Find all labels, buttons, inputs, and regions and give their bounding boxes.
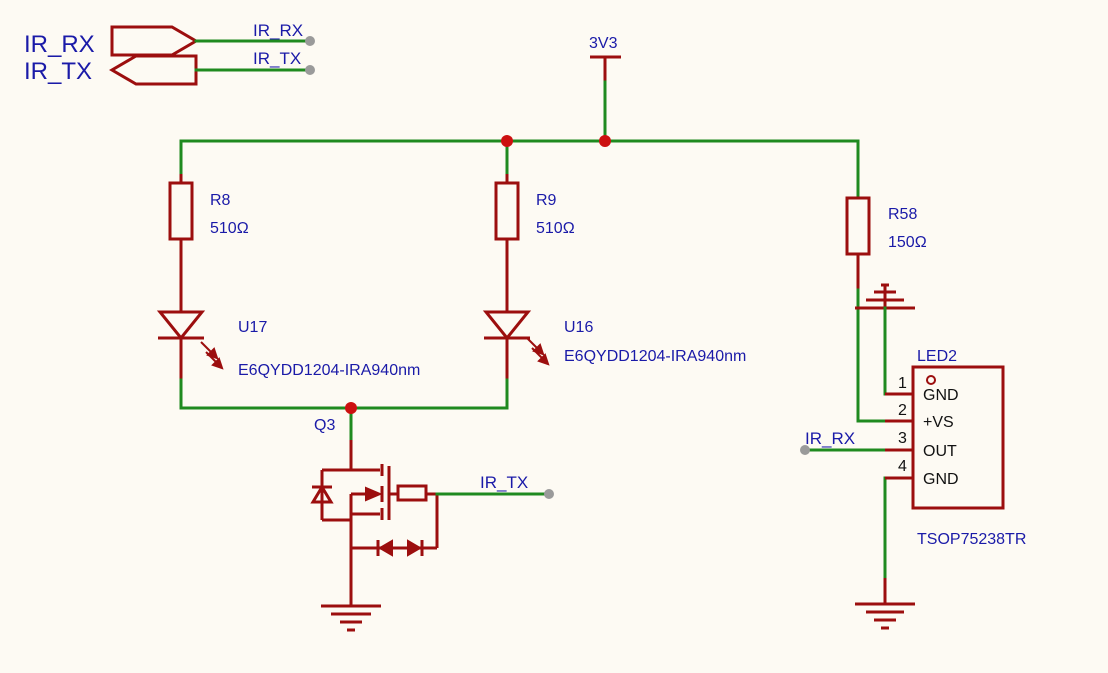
junction-dot	[345, 402, 357, 414]
r8-value: 510Ω	[210, 220, 249, 237]
net-endpoint	[305, 36, 315, 46]
pin-number: 3	[898, 430, 907, 447]
q3-ref: Q3	[314, 417, 335, 434]
power-3v3-label: 3V3	[589, 35, 618, 52]
mosfet-q3[interactable]	[310, 440, 439, 590]
u16-part: E6QYDD1204-IRA940nm	[564, 348, 746, 365]
resistor-r58[interactable]	[845, 196, 871, 290]
port-ir-rx-label: IR_RX	[24, 31, 95, 58]
emission-arrows-icon	[526, 337, 550, 366]
ground-symbol-q3	[321, 590, 381, 632]
ground-symbol-top	[855, 283, 915, 310]
u17-ref: U17	[238, 319, 267, 336]
r58-ref: R58	[888, 206, 917, 223]
net-endpoint	[800, 445, 810, 455]
port-ir-rx[interactable]: IR_RX	[24, 25, 199, 58]
ground-symbol-receiver	[855, 578, 915, 630]
resistor-r9[interactable]	[494, 174, 520, 272]
net-label-gate: IR_TX	[480, 473, 528, 492]
pin-number: 2	[898, 402, 907, 419]
net-endpoint	[305, 65, 315, 75]
r9-ref: R9	[536, 192, 557, 209]
net-label-ir-rx-out: IR_RX	[805, 429, 855, 448]
pin-number: 4	[898, 458, 907, 475]
resistor-r8[interactable]	[168, 174, 194, 272]
pin-number: 1	[898, 375, 907, 392]
pin-name: GND	[923, 471, 959, 488]
led2-part: TSOP75238TR	[917, 531, 1026, 548]
ir-receiver-led2[interactable]	[885, 365, 1005, 510]
port-ir-tx-label: IR_TX	[24, 58, 92, 85]
port-ir-tx[interactable]: IR_TX	[24, 54, 198, 86]
net-label-ir-tx-top: IR_TX	[253, 49, 301, 68]
r8-ref: R8	[210, 192, 231, 209]
emission-arrows-icon	[200, 341, 224, 370]
net-endpoint	[544, 489, 554, 499]
u17-part: E6QYDD1204-IRA940nm	[238, 362, 420, 379]
led2-ref: LED2	[917, 348, 957, 365]
pin-name: +VS	[923, 414, 954, 431]
pin-name: OUT	[923, 443, 957, 460]
r9-value: 510Ω	[536, 220, 575, 237]
led-u16[interactable]	[482, 272, 550, 380]
led-u17[interactable]	[156, 272, 224, 380]
pin-name: GND	[923, 387, 959, 404]
r58-value: 150Ω	[888, 234, 927, 251]
u16-ref: U16	[564, 319, 593, 336]
net-label-ir-rx-top: IR_RX	[253, 21, 303, 40]
junction-dot	[501, 135, 513, 147]
junction-dot	[599, 135, 611, 147]
power-3v3-symbol: 3V3	[589, 35, 621, 82]
